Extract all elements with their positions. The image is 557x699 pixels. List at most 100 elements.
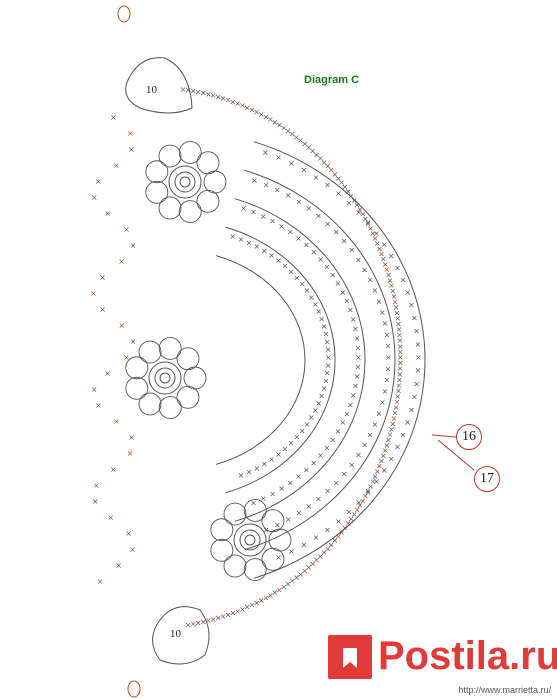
stitch-x: × (374, 467, 381, 476)
stitch-x: × (190, 87, 197, 96)
stitch-x: × (391, 292, 398, 301)
stitch-x: × (354, 200, 361, 209)
stitch-x: × (321, 322, 328, 331)
rosette-ring (239, 529, 261, 551)
stitch-x: × (383, 376, 390, 385)
stitch-x: × (365, 219, 372, 228)
stitch-x: × (351, 196, 358, 205)
stitch-x: × (249, 601, 256, 610)
stitch-x: × (372, 234, 379, 243)
stitch-x: × (331, 536, 338, 545)
postila-logo-icon (328, 634, 372, 679)
stitch-x: × (274, 521, 281, 530)
stitch-x: × (287, 228, 294, 237)
stitch-x: × (261, 247, 268, 256)
stitch-x: × (225, 610, 232, 619)
stitch-x: × (313, 533, 320, 542)
rosette-petal (243, 499, 267, 522)
stitch-x: × (359, 496, 366, 505)
stitch-x: × (343, 409, 350, 418)
stitch-x: × (397, 336, 404, 345)
stitch-x: × (297, 570, 304, 579)
fan-arc (253, 141, 426, 579)
stitch-x: × (347, 306, 354, 315)
stitch-x: × (342, 524, 349, 533)
stitch-x: × (329, 435, 336, 444)
stitch-x: × (99, 273, 106, 282)
stitch-x: × (295, 472, 302, 481)
stitch-x: × (394, 392, 401, 401)
stitch-x: × (317, 255, 324, 264)
stitch-x: × (341, 469, 348, 478)
stitch-x: × (376, 409, 383, 418)
stitch-x: × (394, 314, 401, 323)
diagram-title: Diagram C (304, 74, 360, 86)
stitch-x: × (205, 90, 212, 99)
stitch-x: × (317, 451, 324, 460)
stitch-x: × (355, 343, 362, 352)
stitch-x: × (267, 591, 274, 600)
stitch-x: × (321, 548, 328, 557)
stitch-x: × (391, 414, 398, 423)
stitch-x: × (130, 241, 137, 250)
stitch-x: × (272, 118, 279, 127)
rosette-ring (233, 523, 267, 557)
stitch-x: × (355, 255, 362, 264)
stitch-x: × (309, 559, 316, 568)
stitch-x: × (328, 166, 335, 175)
stitch-x: × (396, 331, 403, 340)
bottom-petal (152, 606, 210, 665)
stitch-x: × (354, 372, 361, 381)
stitch-x: × (324, 487, 331, 496)
stitch-x: × (262, 148, 269, 157)
stitch-x: × (110, 465, 117, 474)
stitch-x: × (308, 293, 315, 302)
rosette-petal (261, 509, 285, 533)
stitch-x: × (285, 515, 292, 524)
stitch-x: × (253, 598, 260, 607)
stitch-x: × (394, 263, 401, 272)
stitch-x: × (312, 300, 319, 309)
stitch-x: × (325, 353, 332, 362)
stitch-x: × (395, 386, 402, 395)
stitch-x: × (304, 420, 311, 429)
stitch-x: × (380, 451, 387, 460)
stitch-x: × (297, 136, 304, 145)
stitch-x: × (408, 405, 415, 414)
stitch-x: × (275, 256, 282, 265)
stitch-x: × (393, 403, 400, 412)
stitch-x: × (295, 197, 302, 206)
stitch-x: × (276, 121, 283, 130)
stitch-x: × (348, 515, 355, 524)
stitch-x: × (280, 582, 287, 591)
watermark-url: http://www.marrietta.ru/ (458, 685, 551, 695)
stitch-x: × (335, 174, 342, 183)
stitch-x: × (397, 353, 404, 362)
stitch-x: × (282, 444, 289, 453)
stitch-x: × (210, 91, 217, 100)
stitch-x: × (305, 563, 312, 572)
stitch-x: × (275, 450, 282, 459)
stitch-x: × (244, 103, 251, 112)
stitch-x: × (331, 170, 338, 179)
stitch-x: × (249, 105, 256, 114)
stitch-x: × (200, 617, 207, 626)
stitch-x: × (293, 433, 300, 442)
stitch-x: × (335, 189, 342, 198)
stitch-x: × (387, 430, 394, 439)
stitch-x: × (293, 273, 300, 282)
stitch-x: × (367, 276, 374, 285)
stitch-x: × (234, 607, 241, 616)
stitch-x: × (350, 315, 357, 324)
rosette-ring (179, 176, 191, 188)
stitch-x: × (104, 369, 111, 378)
stitch-x: × (365, 487, 372, 496)
stitch-x: × (335, 279, 342, 288)
rosette-petal (178, 141, 202, 164)
stitch-x: × (345, 187, 352, 196)
stitch-x: × (341, 237, 348, 246)
stitch-x: × (315, 307, 322, 316)
stitch-x: × (338, 528, 345, 537)
stitch-x: × (329, 271, 336, 280)
stitch-x: × (397, 359, 404, 368)
